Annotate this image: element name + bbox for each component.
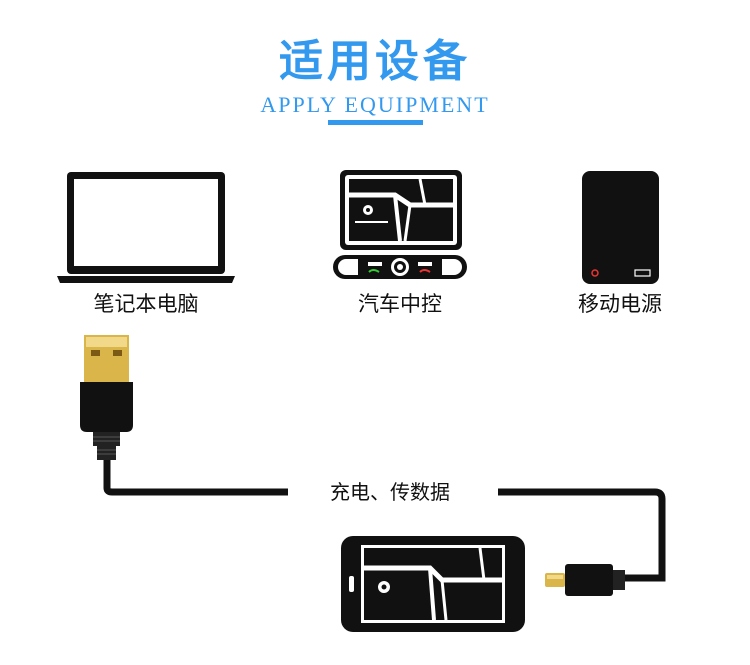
- page-subtitle: APPLY EQUIPMENT: [260, 92, 490, 117]
- phone-icon: [341, 536, 525, 632]
- car-console-icon: [333, 170, 467, 279]
- cable: [103, 440, 666, 582]
- laptop-icon: [57, 172, 235, 283]
- title-underline: [328, 120, 423, 125]
- cable-caption: 充电、传数据: [300, 478, 480, 506]
- device-label-power-bank: 移动电源: [578, 292, 662, 316]
- power-bank-icon: [582, 171, 659, 284]
- device-label-laptop: 笔记本电脑: [93, 292, 199, 316]
- usb-a-plug-icon: [80, 335, 133, 460]
- page-title: 适用设备: [279, 36, 471, 87]
- device-label-car-console: 汽车中控: [358, 292, 442, 316]
- usb-c-plug-icon: [545, 564, 625, 596]
